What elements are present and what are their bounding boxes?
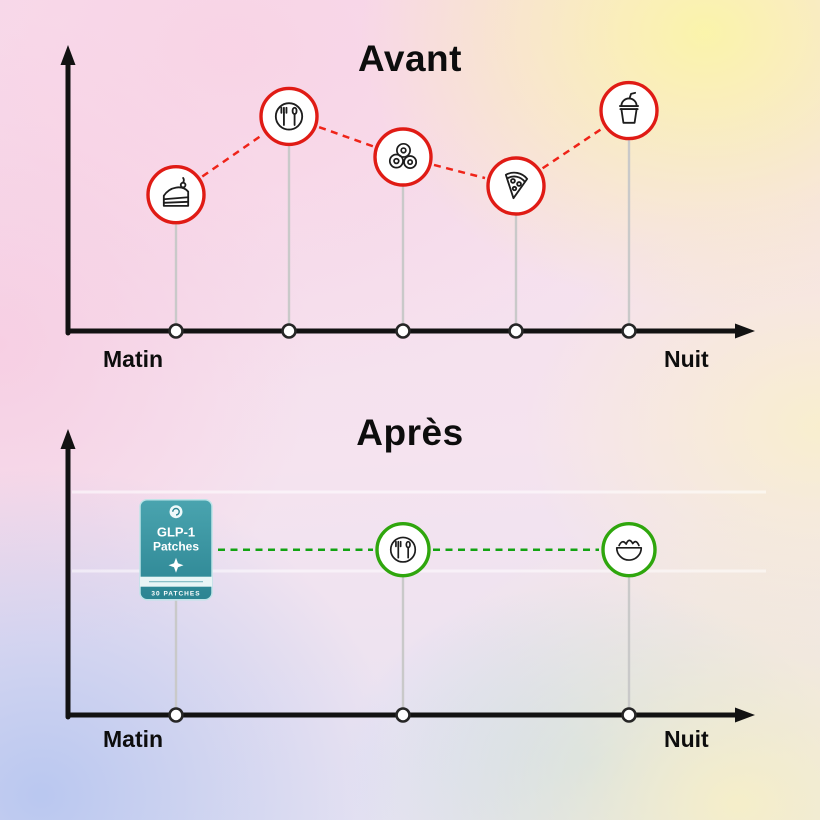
marker-ring bbox=[259, 86, 319, 147]
chart-avant bbox=[60, 45, 755, 339]
x-axis-label-nuit-avant: Nuit bbox=[664, 346, 709, 372]
x-axis-arrow bbox=[735, 707, 755, 723]
y-axis-arrow bbox=[60, 45, 76, 65]
marker-ring bbox=[375, 522, 431, 578]
chart-title-avant: Avant bbox=[358, 38, 462, 79]
x-axis-label-nuit-apres: Nuit bbox=[664, 726, 709, 752]
marker-ring bbox=[601, 522, 657, 578]
chart-apres bbox=[60, 429, 766, 723]
axis-dot bbox=[168, 323, 184, 339]
trend-connector-line bbox=[433, 163, 486, 180]
axis-dot bbox=[621, 707, 637, 723]
trend-connector-line bbox=[318, 125, 374, 148]
x-axis-label-matin-avant: Matin bbox=[103, 346, 164, 372]
axis-dot bbox=[395, 707, 411, 723]
marker-ring bbox=[146, 164, 206, 225]
chart-title-apres: Après bbox=[356, 412, 464, 453]
axis-dot bbox=[621, 323, 637, 339]
x-axis-label-matin-apres: Matin bbox=[103, 726, 164, 752]
axis-dot bbox=[168, 707, 184, 723]
marker-ring bbox=[599, 80, 659, 141]
trend-connector-line bbox=[541, 127, 604, 170]
trend-connector-line bbox=[201, 133, 264, 178]
connectors-layer bbox=[201, 125, 604, 180]
axis-dot bbox=[281, 323, 297, 339]
y-axis-arrow bbox=[60, 429, 76, 449]
droplines-layer bbox=[168, 138, 637, 339]
x-axis-arrow bbox=[735, 323, 755, 339]
marker-ring bbox=[486, 156, 546, 216]
axis-dot bbox=[395, 323, 411, 339]
axis-dot bbox=[508, 323, 524, 339]
droplines-layer bbox=[168, 575, 637, 723]
points-layer bbox=[139, 498, 657, 601]
points-layer bbox=[146, 80, 659, 225]
glp1-patches-box bbox=[139, 498, 213, 601]
